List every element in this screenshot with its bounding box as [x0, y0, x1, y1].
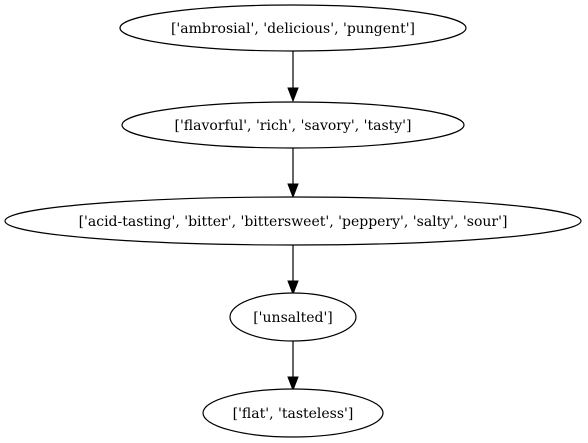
edge-n1-n2	[287, 148, 299, 199]
node-flavorful-rich-savory-tasty: ['flavorful', 'rich', 'savory', 'tasty']	[121, 101, 465, 149]
node-ambrosial-delicious-pungent: ['ambrosial', 'delicious', 'pungent']	[119, 4, 467, 52]
node-ellipse	[229, 292, 357, 342]
arrowhead-icon	[287, 280, 299, 296]
arrowhead-icon	[287, 87, 299, 103]
node-ellipse	[121, 101, 465, 149]
node-label: ['unsalted']	[253, 310, 333, 326]
edges	[287, 51, 299, 392]
node-label: ['acid-tasting', 'bitter', 'bittersweet'…	[79, 214, 508, 230]
arrowhead-icon	[287, 183, 299, 199]
edge-n0-n1	[287, 51, 299, 103]
edge-n3-n4	[287, 341, 299, 392]
node-ellipse	[119, 4, 467, 52]
node-flat-tasteless: ['flat', 'tasteless']	[202, 388, 384, 438]
node-ellipse	[202, 388, 384, 438]
node-ellipse	[4, 196, 582, 246]
node-label: ['ambrosial', 'delicious', 'pungent']	[171, 21, 415, 37]
node-acid-tasting-group: ['acid-tasting', 'bitter', 'bittersweet'…	[4, 196, 582, 246]
node-label: ['flavorful', 'rich', 'savory', 'tasty']	[175, 118, 412, 134]
edge-n2-n3	[287, 245, 299, 296]
nodes: ['ambrosial', 'delicious', 'pungent'] ['…	[4, 4, 582, 438]
arrowhead-icon	[287, 376, 299, 392]
node-label: ['flat', 'tasteless']	[233, 406, 354, 422]
node-unsalted: ['unsalted']	[229, 292, 357, 342]
